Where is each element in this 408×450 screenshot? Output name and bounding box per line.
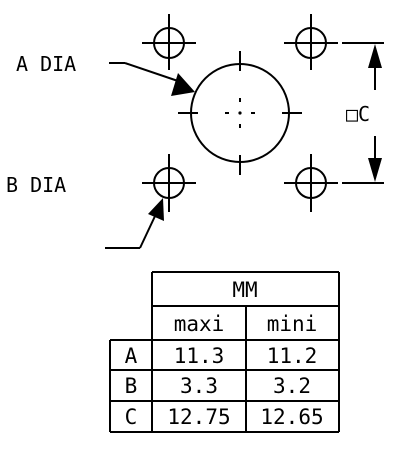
mounting-hole-bottom-left (142, 154, 196, 212)
hole-pattern (142, 14, 338, 212)
row-a-maxi: 11.3 (174, 344, 225, 368)
row-c-maxi: 12.75 (167, 405, 230, 429)
c-dim-arrow-top (368, 44, 382, 68)
row-a-mini: 11.2 (267, 344, 318, 368)
mounting-hole-top-left (142, 14, 196, 70)
mounting-hole-bottom-right (284, 154, 338, 212)
row-b-mini: 3.2 (273, 374, 311, 398)
table-grid (109, 271, 340, 433)
b-dia-arrowhead (148, 198, 164, 221)
a-dia-arrowhead (171, 73, 195, 96)
row-b-maxi: 3.3 (180, 374, 218, 398)
c-dim-label: □C (346, 102, 370, 126)
a-dia-label: A DIA (16, 52, 76, 76)
mounting-hole-top-right (284, 14, 338, 70)
dimension-table: MM maxi mini A 11.3 11.2 B 3.3 3.2 C 12.… (109, 271, 340, 433)
row-key-b: B (125, 374, 138, 398)
b-dia-label: B DIA (6, 173, 66, 197)
b-dia-callout: B DIA (6, 173, 164, 249)
row-key-a: A (125, 344, 138, 368)
a-dia-callout: A DIA (16, 52, 195, 96)
row-c-mini: 12.65 (260, 405, 323, 429)
center-hole-a (178, 51, 302, 175)
col-header-maxi: maxi (174, 312, 225, 336)
c-dimension: □C (342, 42, 384, 184)
col-header-mini: mini (267, 312, 318, 336)
row-key-c: C (125, 405, 138, 429)
table-unit-header: MM (232, 278, 257, 302)
c-dim-arrow-bottom (368, 158, 382, 182)
